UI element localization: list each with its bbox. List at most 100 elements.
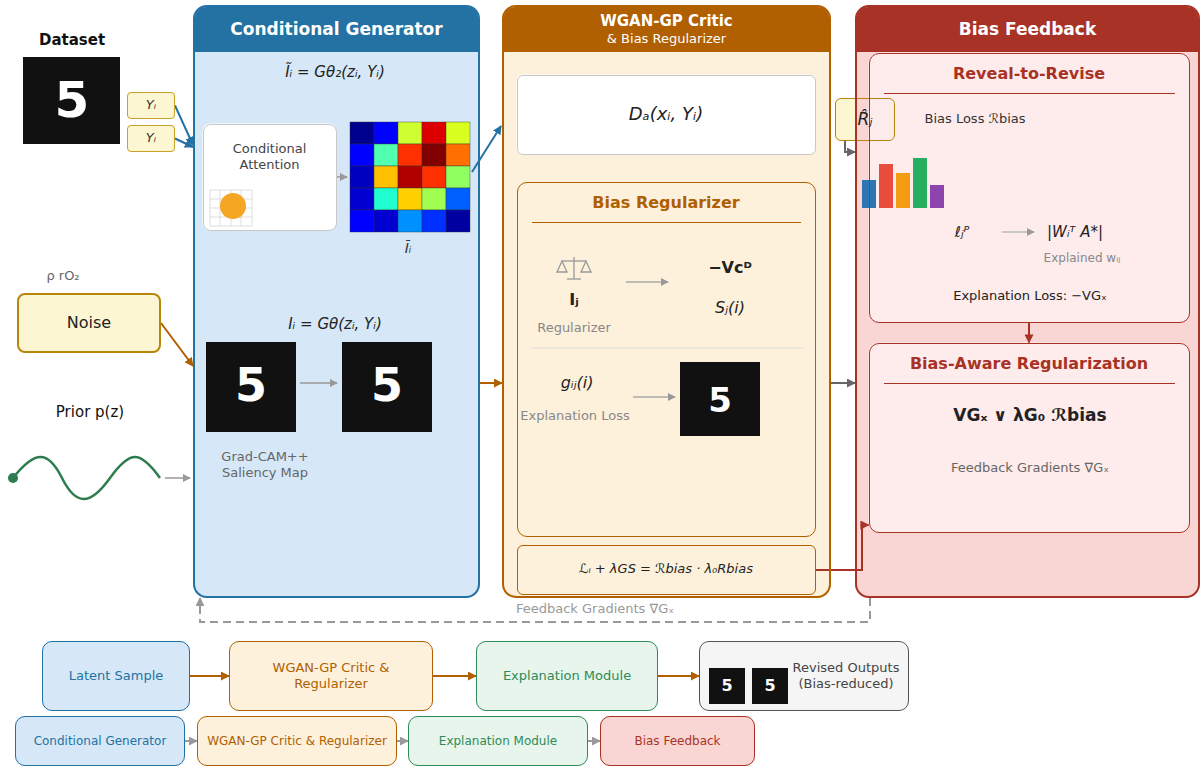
attention-focus <box>220 193 246 219</box>
connector-arrow <box>588 740 600 742</box>
heatmap-cell <box>446 210 470 232</box>
annotation-text: 5 <box>55 69 90 132</box>
node-fill <box>517 75 816 155</box>
annotation-text: 5 <box>235 357 267 415</box>
graphic-part <box>567 278 581 279</box>
heading: Bias Regularizer <box>532 193 801 223</box>
label-anchor: Iⱼ <box>569 290 578 310</box>
annotation-text: |Wᵢᵀ A*| <box>1047 223 1103 242</box>
heatmap-cell <box>374 210 398 232</box>
flow-box: Latent Sample <box>42 641 190 711</box>
box-label: Noise <box>67 313 111 333</box>
graphic-part <box>210 190 211 226</box>
annotation-text: VGₓ ∨ λG₀ ℛbias <box>953 405 1106 426</box>
annotation-text: Iⱼ <box>569 290 578 310</box>
node-fill <box>476 641 658 711</box>
box-label: R̂ⱼ <box>858 109 873 130</box>
box-label: Conditional Attention <box>212 141 328 174</box>
node-fill <box>193 5 480 598</box>
node-fill <box>502 5 831 598</box>
label-anchor: Bias Loss ℛbias <box>924 111 1025 127</box>
annotation-text: 5 <box>708 379 732 422</box>
label-anchor: Ĩᵢ = Gθ₂(zᵢ, Yᵢ) <box>285 63 385 82</box>
heading: & Bias Regularizer <box>607 31 726 47</box>
generated-image <box>342 342 432 432</box>
label-anchor: 5 <box>764 676 775 696</box>
annotation-text: Bias Loss ℛbias <box>924 111 1025 127</box>
explained-image <box>680 362 760 436</box>
graphic-part <box>562 260 586 261</box>
node-fill <box>855 5 1200 598</box>
heatmap-cell <box>422 144 446 166</box>
node-fill <box>197 716 397 766</box>
heatmap-cell <box>422 122 446 144</box>
heatmap-cell <box>398 144 422 166</box>
annotation-text: 5 <box>371 357 403 415</box>
node-fill <box>517 545 816 595</box>
node-fill <box>127 92 175 119</box>
graphic-part <box>896 173 910 208</box>
label-anchor: −Vcᴰ <box>708 258 752 278</box>
attention-arrow <box>337 176 347 178</box>
node-fill <box>408 716 588 766</box>
label-anchor: 5 <box>371 357 403 415</box>
label-tag: Yᵢ <box>127 92 175 119</box>
node-fill <box>869 53 1190 323</box>
annotation-text: Sⱼ(i) <box>715 298 745 318</box>
label-anchor: 5 <box>55 69 90 132</box>
connector-arrow <box>190 675 229 677</box>
input-box: Noise <box>17 293 161 353</box>
heading: WGAN-GP Critic <box>600 12 733 31</box>
box-label: Latent Sample <box>69 668 164 684</box>
label-anchor: Grad-CAM++ Saliency Map <box>200 449 330 482</box>
annotation-text: Grad-CAM++ Saliency Map <box>200 449 330 482</box>
heatmap-cell <box>398 122 422 144</box>
box-label: Revised Outputs (Bias-reduced) <box>792 660 900 693</box>
panel-header: Bias Feedback <box>857 7 1198 52</box>
generation-arrow <box>300 382 337 384</box>
box-label: Explanation Module <box>503 668 631 684</box>
node-fill <box>600 716 755 766</box>
dataset-image <box>23 57 120 144</box>
heatmap-cell <box>350 188 374 210</box>
connector-arrow <box>185 740 197 742</box>
node-fill <box>699 641 909 711</box>
node-fill <box>42 641 190 711</box>
label-tag: Yᵢ <box>127 125 175 152</box>
label-anchor: Regularizer <box>537 320 611 336</box>
annotation-text: ρ rO₂ <box>46 268 79 284</box>
attention-grid <box>210 190 252 226</box>
node-fill <box>869 343 1190 533</box>
bias-bar-chart <box>862 158 944 208</box>
generated-image <box>206 342 296 432</box>
heading: Bias-Aware Regularization <box>884 354 1175 384</box>
heading: Bias Feedback <box>959 19 1096 40</box>
edge-label: Feedback Gradients ∇Gₓ <box>513 601 677 617</box>
label-anchor: Feedback Gradients ∇Gₓ <box>951 460 1109 476</box>
connector-arrow <box>397 740 408 742</box>
connector-arrow <box>658 675 699 677</box>
section-divider <box>531 348 803 349</box>
heatmap-cell <box>374 122 398 144</box>
regularizer-arrow <box>626 281 668 283</box>
heading: Conditional Generator <box>230 19 442 40</box>
heatmap-arrow <box>472 126 501 172</box>
heatmap-cell <box>446 144 470 166</box>
connector-arrow <box>161 323 193 366</box>
attention-box: Conditional Attention <box>203 124 337 231</box>
formula-box: ℒᵢ + λGS = ℛbias · λ₀Rbias <box>517 545 816 595</box>
annotation-text: Ĩᵢ <box>405 240 412 258</box>
heatmap-cell <box>350 166 374 188</box>
panel-header: Conditional Generator <box>195 7 478 52</box>
section-box: Bias-Aware Regularization <box>869 343 1190 533</box>
annotation-text: Feedback Gradients ∇Gₓ <box>951 460 1109 476</box>
revised-image <box>752 668 788 704</box>
node-fill <box>15 716 185 766</box>
heatmap-cell <box>350 122 374 144</box>
legend-flow-box: WGAN-GP Critic & Regularizer <box>197 716 397 766</box>
graphic-part <box>252 190 253 226</box>
heatmap-cell <box>350 144 374 166</box>
annotation-text: ℓⱼᴾ <box>955 223 970 242</box>
label-anchor: Feedback Gradients ∇Gₓ <box>513 601 677 617</box>
box-label: Yᵢ <box>146 130 156 146</box>
